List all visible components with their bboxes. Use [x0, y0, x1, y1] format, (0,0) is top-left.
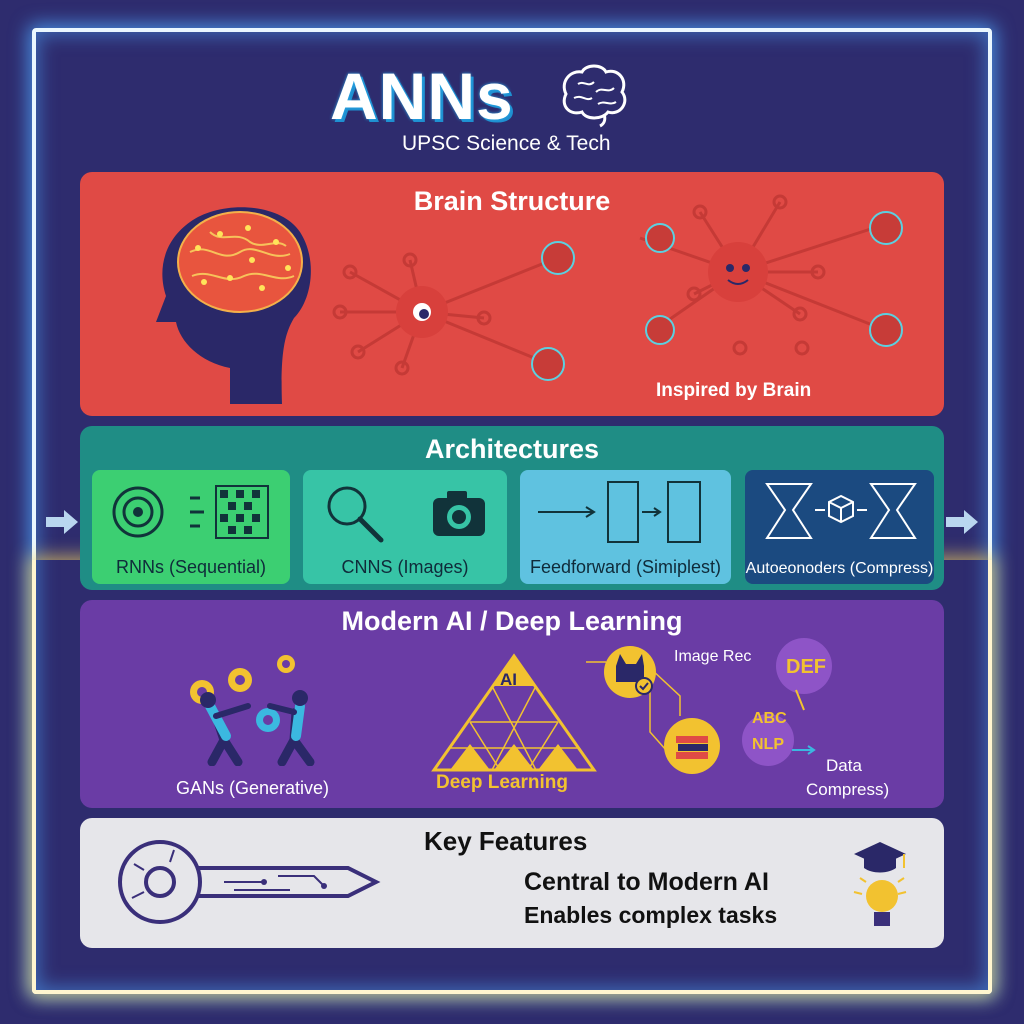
modern-ai-panel — [80, 600, 944, 808]
brain-icon — [562, 64, 627, 128]
right-arrow-icon — [946, 510, 978, 534]
brain-caption: Inspired by Brain — [656, 380, 812, 401]
lightbulb-graduation-icon — [853, 842, 907, 926]
page-title: ANNs — [330, 59, 514, 133]
data-compress-line1: Data — [826, 756, 862, 775]
camera-icon — [433, 491, 485, 536]
key-icon — [118, 840, 381, 924]
rnn-icon — [112, 485, 269, 539]
brain-shape — [177, 211, 303, 313]
key-features-title: Key Features — [424, 826, 588, 856]
nlp-label: NLP — [752, 736, 784, 753]
def-bubble-text: DEF — [786, 656, 826, 678]
cnn-icons — [327, 486, 485, 543]
feedforward-card: Feedforward (Simiplest) — [520, 470, 731, 584]
gans-label: GANs (Generative) — [176, 778, 330, 798]
brain-structure-title: Brain Structure — [413, 186, 611, 216]
deep-learning-label: Deep Learning — [436, 772, 568, 793]
magnifier-icon — [327, 486, 384, 543]
image-rec-label: Image Rec — [674, 648, 752, 665]
cnn-label: CNNS (Images) — [341, 557, 469, 577]
outer-glow-frame-bottom — [32, 560, 992, 994]
architectures-title: Architectures — [424, 434, 600, 464]
brain-illustration — [156, 194, 903, 404]
autoencoder-icon — [765, 483, 917, 539]
cnn-card: CNNS (Images) — [303, 470, 507, 584]
page-subtitle: UPSC Science & Tech — [402, 132, 611, 155]
feedforward-label: Feedforward (Simiplest) — [529, 557, 722, 577]
feature-line-1: Central to Modern AI — [524, 868, 769, 896]
rnn-label: RNNs (Sequential) — [115, 557, 267, 577]
ai-applications-diagram — [586, 638, 832, 774]
feature-line-2: Enables complex tasks — [524, 902, 778, 928]
data-compress-line2: Compress) — [806, 780, 890, 799]
modern-ai-title: Modern AI / Deep Learning — [341, 606, 683, 636]
autoencoder-card: Autoeonoders (Compress) — [745, 470, 934, 584]
feedforward-icon — [538, 481, 701, 543]
abc-text: ABC — [752, 710, 787, 727]
autoencoder-label: Autoeonoders (Compress) — [745, 560, 934, 577]
gans-icon — [190, 655, 315, 766]
rnn-card: RNNs (Sequential) — [92, 470, 290, 584]
pyramid-top-label: AI — [500, 670, 517, 689]
left-arrow-icon — [46, 510, 78, 534]
speech-bubble-icon — [776, 638, 832, 694]
deep-learning-pyramid — [431, 653, 597, 772]
